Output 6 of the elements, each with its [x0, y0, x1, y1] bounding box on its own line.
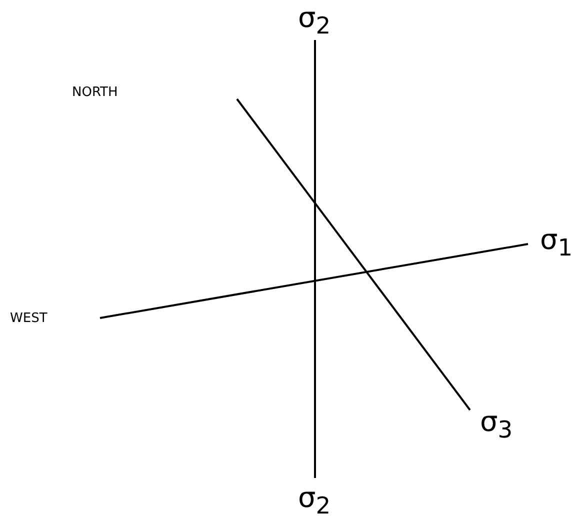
- axis-label: σ$_{3}$: [480, 408, 513, 442]
- axis-label: σ$_{1}$: [540, 226, 573, 260]
- axis-label: σ$_{2}$: [298, 484, 331, 518]
- direction-label: NORTH: [72, 86, 118, 99]
- axis-label: σ$_{2}$: [298, 4, 331, 38]
- direction-label: WEST: [10, 312, 48, 325]
